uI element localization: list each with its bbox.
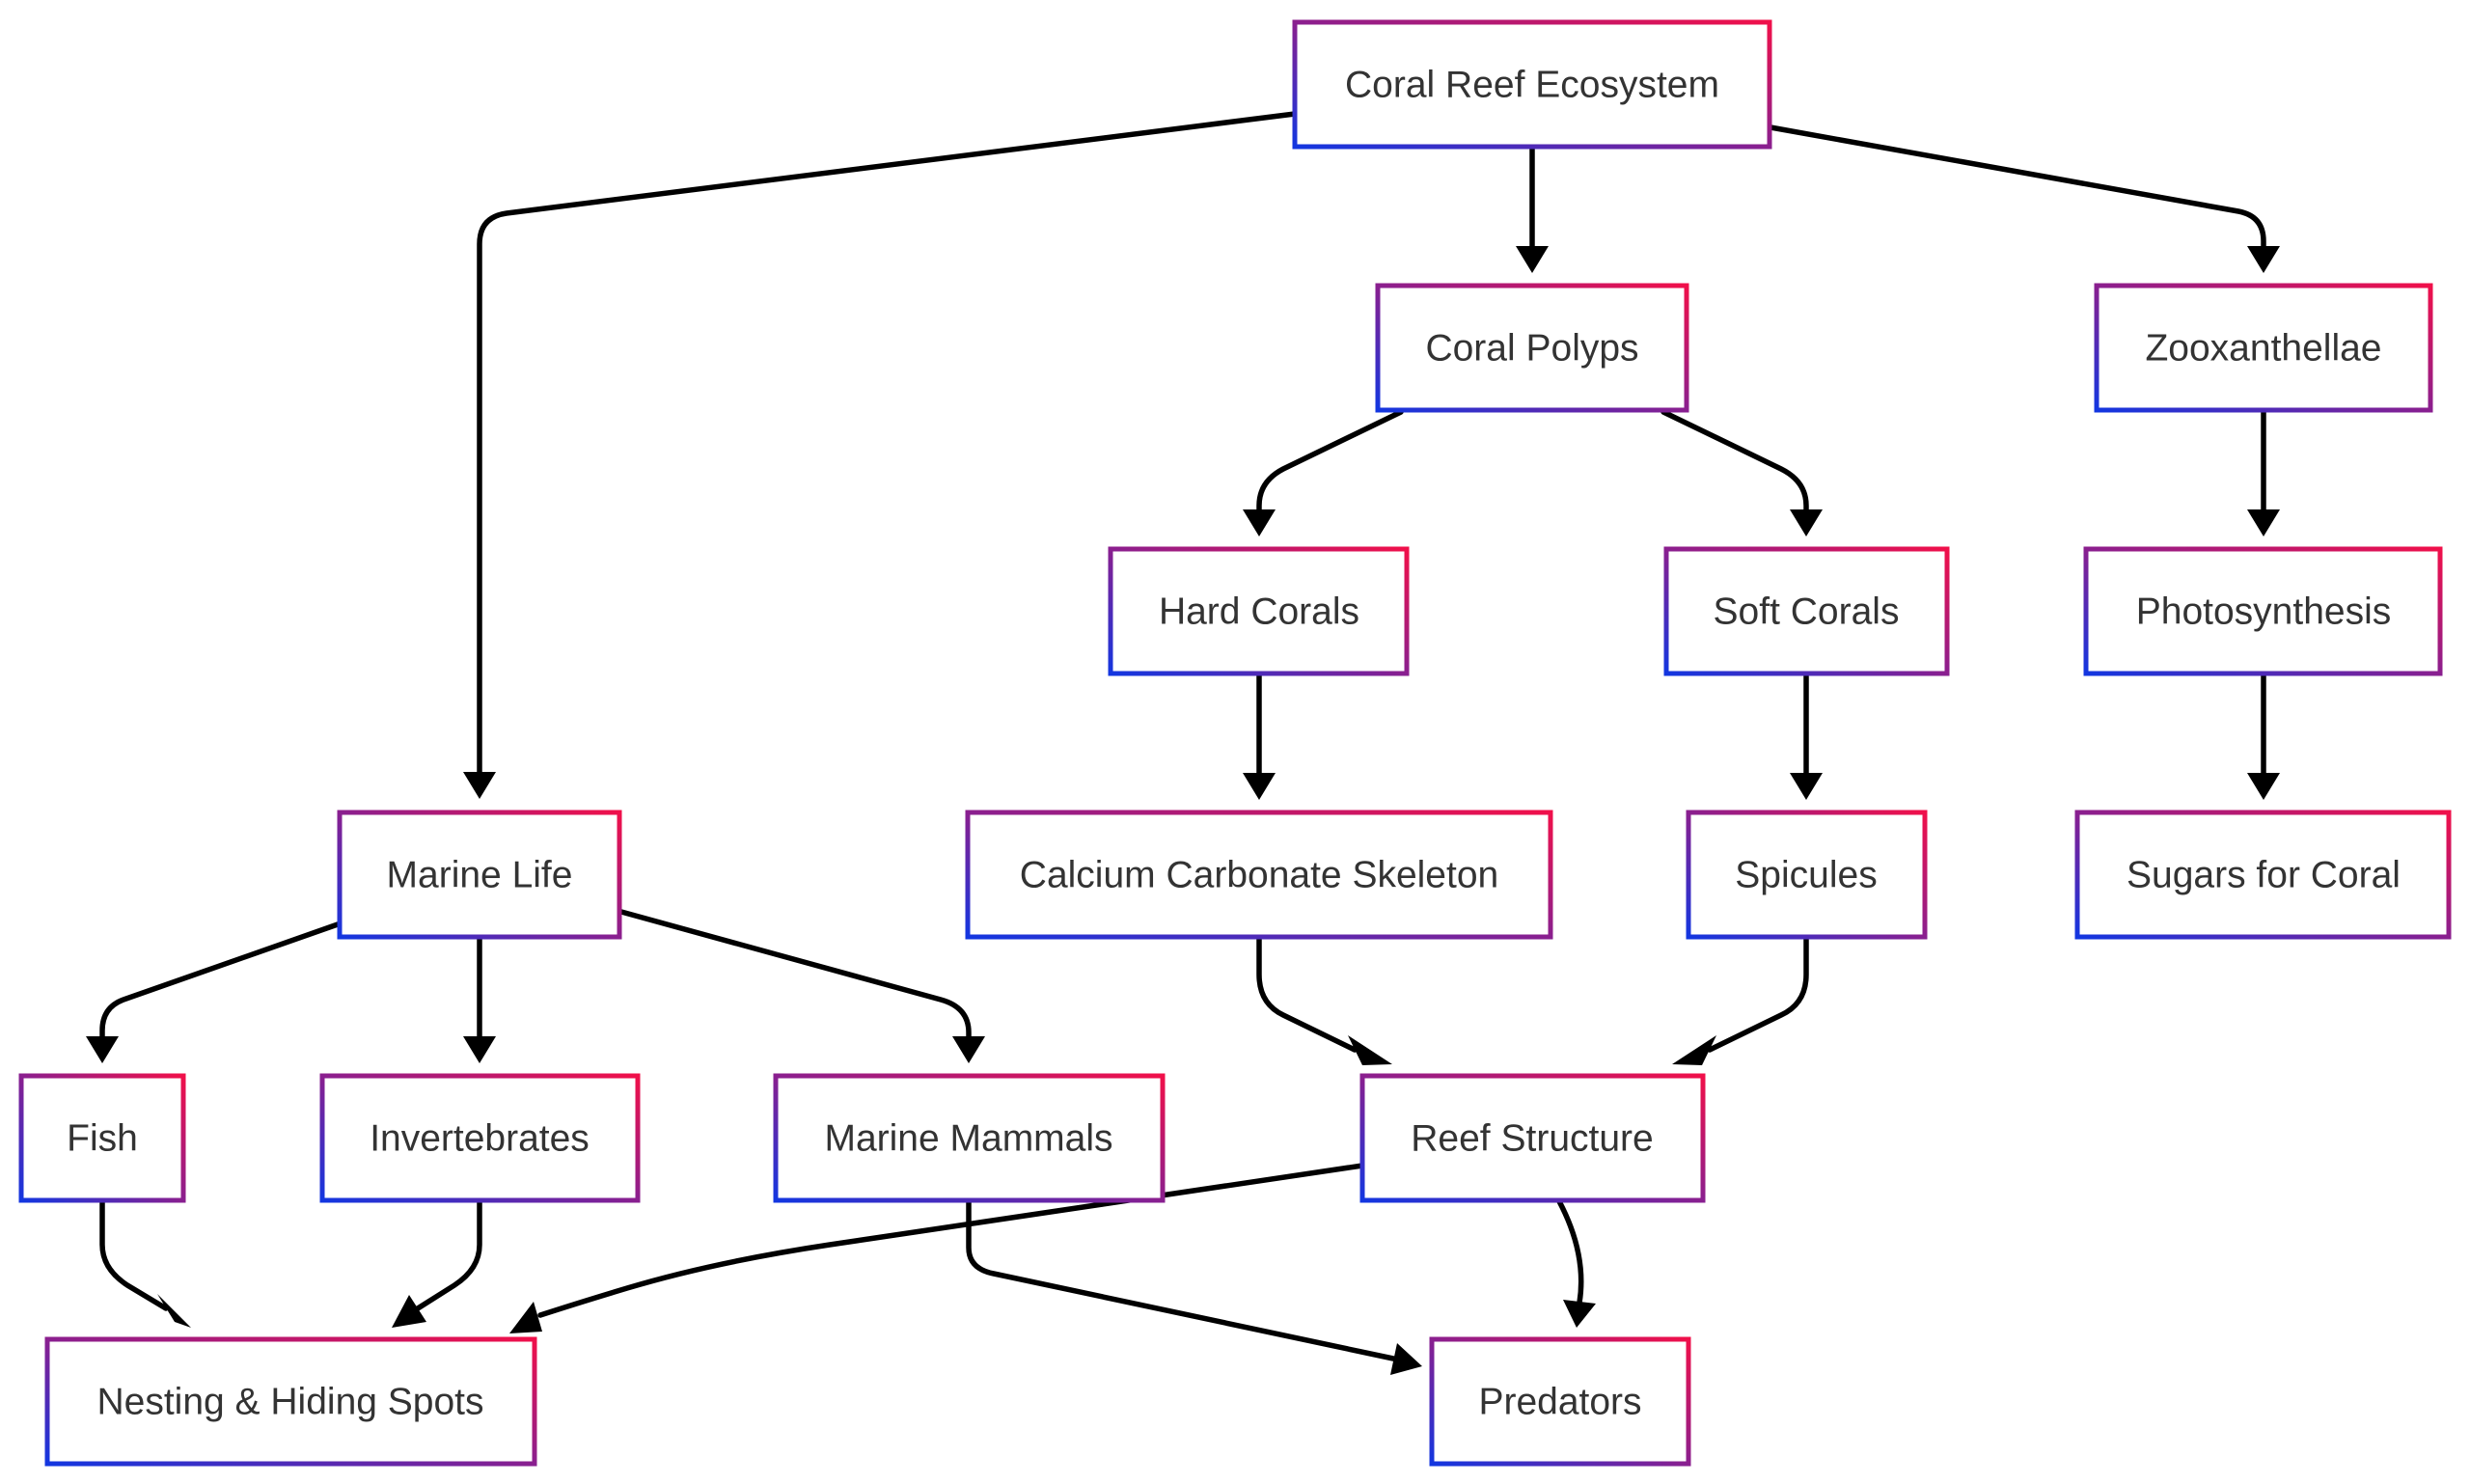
node-label-spicules: Spicules bbox=[1735, 855, 1877, 896]
edge-coral-polyps-to-hard-corals bbox=[1256, 409, 1404, 512]
edge-reef-structure-to-nesting bbox=[537, 1163, 1365, 1318]
node-reef-structure: Reef Structure bbox=[1359, 1073, 1706, 1203]
node-label-nesting-hiding-spots: Nesting & Hiding Spots bbox=[96, 1382, 483, 1423]
edge-marine-life-to-fish bbox=[99, 921, 341, 1039]
edge-marine-life-to-marine-mammals bbox=[618, 909, 972, 1039]
arrowhead-nesting-from-invertebrates bbox=[392, 1295, 426, 1328]
node-label-zooxanthellae: Zooxanthellae bbox=[2145, 328, 2381, 370]
edge-spicules-to-reef-structure bbox=[1707, 935, 1809, 1053]
arrowhead-marine-mammals bbox=[952, 1036, 985, 1063]
node-label-coral-reef-ecosystem: Coral Reef Ecosystem bbox=[1345, 65, 1719, 106]
node-sugars-for-coral: Sugars for Coral bbox=[2074, 810, 2452, 940]
arrowhead-calcium-skeleton bbox=[1243, 773, 1276, 800]
arrowhead-hard-corals bbox=[1243, 509, 1276, 536]
edge-fish-to-nesting bbox=[99, 1198, 169, 1311]
arrowhead-fish bbox=[86, 1036, 119, 1063]
arrowhead-predators-left bbox=[1390, 1343, 1422, 1375]
node-coral-reef-ecosystem: Coral Reef Ecosystem bbox=[1292, 19, 1772, 150]
node-photosynthesis: Photosynthesis bbox=[2083, 546, 2443, 676]
node-label-marine-life: Marine Life bbox=[387, 855, 573, 896]
edge-calcium-skeleton-to-reef-structure bbox=[1256, 935, 1358, 1053]
edge-invertebrates-to-nesting bbox=[415, 1198, 482, 1311]
arrowhead-soft-corals bbox=[1790, 509, 1823, 536]
node-calcium-carbonate-skeleton: Calcium Carbonate Skeleton bbox=[965, 810, 1553, 940]
arrowhead-nesting-from-fish bbox=[157, 1294, 191, 1328]
edge-reef-structure-to-predators bbox=[1556, 1198, 1584, 1305]
edge-reef-ecosystem-to-marine-life bbox=[477, 111, 1298, 775]
node-spicules: Spicules bbox=[1686, 810, 1928, 940]
node-marine-life: Marine Life bbox=[337, 810, 622, 940]
node-label-predators: Predators bbox=[1478, 1382, 1641, 1423]
node-zooxanthellae: Zooxanthellae bbox=[2094, 283, 2433, 413]
node-nesting-hiding-spots: Nesting & Hiding Spots bbox=[44, 1336, 537, 1467]
node-label-reef-structure: Reef Structure bbox=[1411, 1118, 1653, 1160]
node-soft-corals: Soft Corals bbox=[1663, 546, 1950, 676]
edges-layer bbox=[86, 111, 2280, 1375]
node-label-sugars-for-coral: Sugars for Coral bbox=[2127, 855, 2401, 896]
node-label-calcium-carbonate-skeleton: Calcium Carbonate Skeleton bbox=[1020, 855, 1498, 896]
edge-reef-ecosystem-to-zooxanthellae bbox=[1768, 124, 2266, 249]
node-predators: Predators bbox=[1429, 1336, 1691, 1467]
node-coral-polyps: Coral Polyps bbox=[1375, 283, 1689, 413]
node-label-photosynthesis: Photosynthesis bbox=[2136, 591, 2392, 633]
edge-marine-mammals-to-predators bbox=[966, 1198, 1396, 1361]
nodes-layer: Coral Reef Ecosystem Coral Polyps Zooxan… bbox=[18, 19, 2452, 1467]
arrowhead-coral-polyps bbox=[1516, 246, 1549, 273]
node-label-fish: Fish bbox=[67, 1118, 138, 1160]
arrowhead-marine-life bbox=[463, 772, 496, 799]
node-marine-mammals: Marine Mammals bbox=[773, 1073, 1166, 1203]
arrowhead-reef-structure-left bbox=[1348, 1035, 1392, 1065]
node-invertebrates: Invertebrates bbox=[319, 1073, 641, 1203]
arrowhead-spicules bbox=[1790, 773, 1823, 800]
arrowhead-nesting-from-reef bbox=[509, 1302, 542, 1333]
node-hard-corals: Hard Corals bbox=[1108, 546, 1410, 676]
arrowhead-photosynthesis bbox=[2247, 509, 2280, 536]
node-label-soft-corals: Soft Corals bbox=[1714, 591, 1900, 633]
node-label-coral-polyps: Coral Polyps bbox=[1425, 328, 1638, 370]
arrowhead-invertebrates bbox=[463, 1036, 496, 1063]
node-label-hard-corals: Hard Corals bbox=[1159, 591, 1359, 633]
arrowhead-reef-structure-right bbox=[1672, 1035, 1716, 1065]
node-label-invertebrates: Invertebrates bbox=[370, 1118, 590, 1160]
arrowhead-sugars bbox=[2247, 773, 2280, 800]
edge-coral-polyps-to-soft-corals bbox=[1660, 409, 1809, 512]
arrowhead-predators-top bbox=[1563, 1300, 1596, 1328]
node-fish: Fish bbox=[18, 1073, 186, 1203]
arrowhead-zooxanthellae bbox=[2247, 246, 2280, 273]
node-label-marine-mammals: Marine Mammals bbox=[824, 1118, 1112, 1160]
